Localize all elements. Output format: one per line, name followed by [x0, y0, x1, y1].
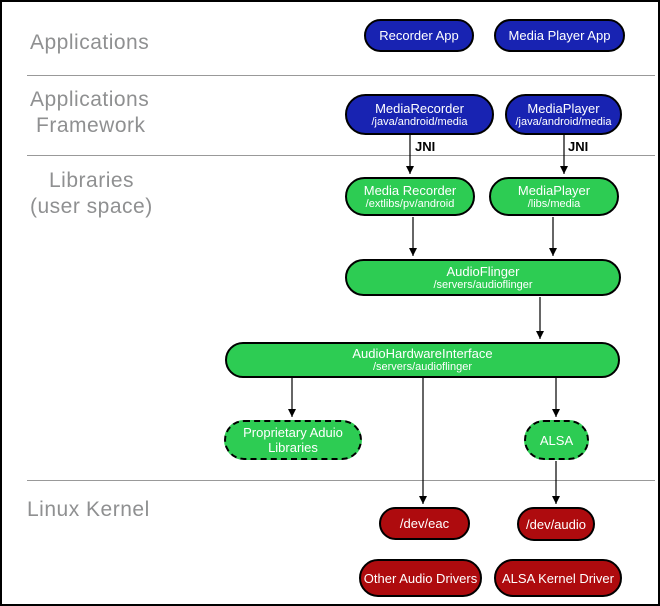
- layer-label-libraries: Libraries (user space): [30, 168, 153, 220]
- node-title: AudioHardwareInterface: [352, 346, 493, 361]
- node-proprietary-audio-libraries: Proprietary Aduio Libraries: [224, 420, 362, 460]
- node-dev-eac: /dev/eac: [379, 507, 470, 540]
- divider-framework-libraries: [27, 155, 655, 156]
- node-subtitle: /servers/audioflinger: [372, 361, 473, 373]
- node-mediarecorder-framework: MediaRecorder /java/android/media: [345, 94, 494, 135]
- node-subtitle: /java/android/media: [371, 115, 468, 128]
- node-title: Other Audio Drivers: [363, 570, 478, 586]
- node-subtitle: /java/android/media: [515, 115, 612, 128]
- node-title: /dev/audio: [526, 516, 586, 532]
- node-mediaplayer-lib: MediaPlayer /libs/media: [489, 177, 619, 216]
- layer-label-line: (user space): [30, 195, 153, 218]
- node-title: Media Player App: [508, 28, 611, 43]
- layer-label-linux-kernel: Linux Kernel: [27, 497, 150, 523]
- layer-label-line: Linux Kernel: [27, 498, 150, 521]
- node-subtitle: /servers/audioflinger: [433, 278, 533, 291]
- node-subtitle: /extlibs/pv/android: [365, 197, 455, 210]
- node-recorder-app: Recorder App: [364, 19, 474, 52]
- jni-label-left: JNI: [415, 139, 436, 154]
- node-alsa-kernel-driver: ALSA Kernel Driver: [494, 559, 622, 597]
- node-alsa: ALSA: [524, 420, 589, 460]
- layer-label-line: Framework: [36, 114, 146, 137]
- node-title: ALSA: [539, 432, 574, 448]
- node-subtitle: /libs/media: [527, 197, 581, 210]
- divider-applications-framework: [27, 75, 655, 76]
- node-title: Recorder App: [379, 28, 459, 43]
- node-audioflinger: AudioFlinger /servers/audioflinger: [345, 259, 621, 296]
- node-audio-hardware-interface: AudioHardwareInterface /servers/audiofli…: [225, 342, 620, 378]
- node-title: AudioFlinger: [446, 263, 520, 279]
- node-title: /dev/eac: [399, 516, 450, 531]
- node-other-audio-drivers: Other Audio Drivers: [359, 559, 482, 597]
- node-title: MediaRecorder: [375, 100, 464, 116]
- node-media-recorder-lib: Media Recorder /extlibs/pv/android: [345, 177, 475, 216]
- node-mediaplayer-framework: MediaPlayer /java/android/media: [505, 94, 622, 135]
- node-dev-audio: /dev/audio: [517, 507, 595, 541]
- layer-label-applications: Applications: [30, 30, 149, 56]
- layer-label-line: Applications: [30, 31, 150, 54]
- node-title: Proprietary Aduio: [243, 425, 343, 440]
- node-title: MediaPlayer: [517, 182, 591, 198]
- layer-label-line: Libraries: [49, 169, 135, 192]
- node-title: ALSA Kernel Driver: [502, 570, 614, 586]
- jni-label-right: JNI: [568, 139, 589, 154]
- node-subtitle: Libraries: [268, 440, 318, 455]
- node-title: MediaPlayer: [527, 100, 600, 116]
- divider-libraries-kernel: [27, 480, 655, 481]
- node-title: Media Recorder: [363, 182, 457, 198]
- layer-label-applications-framework: Applications Framework: [30, 87, 149, 139]
- node-media-player-app: Media Player App: [494, 19, 625, 52]
- layer-label-line: Applications: [30, 88, 150, 111]
